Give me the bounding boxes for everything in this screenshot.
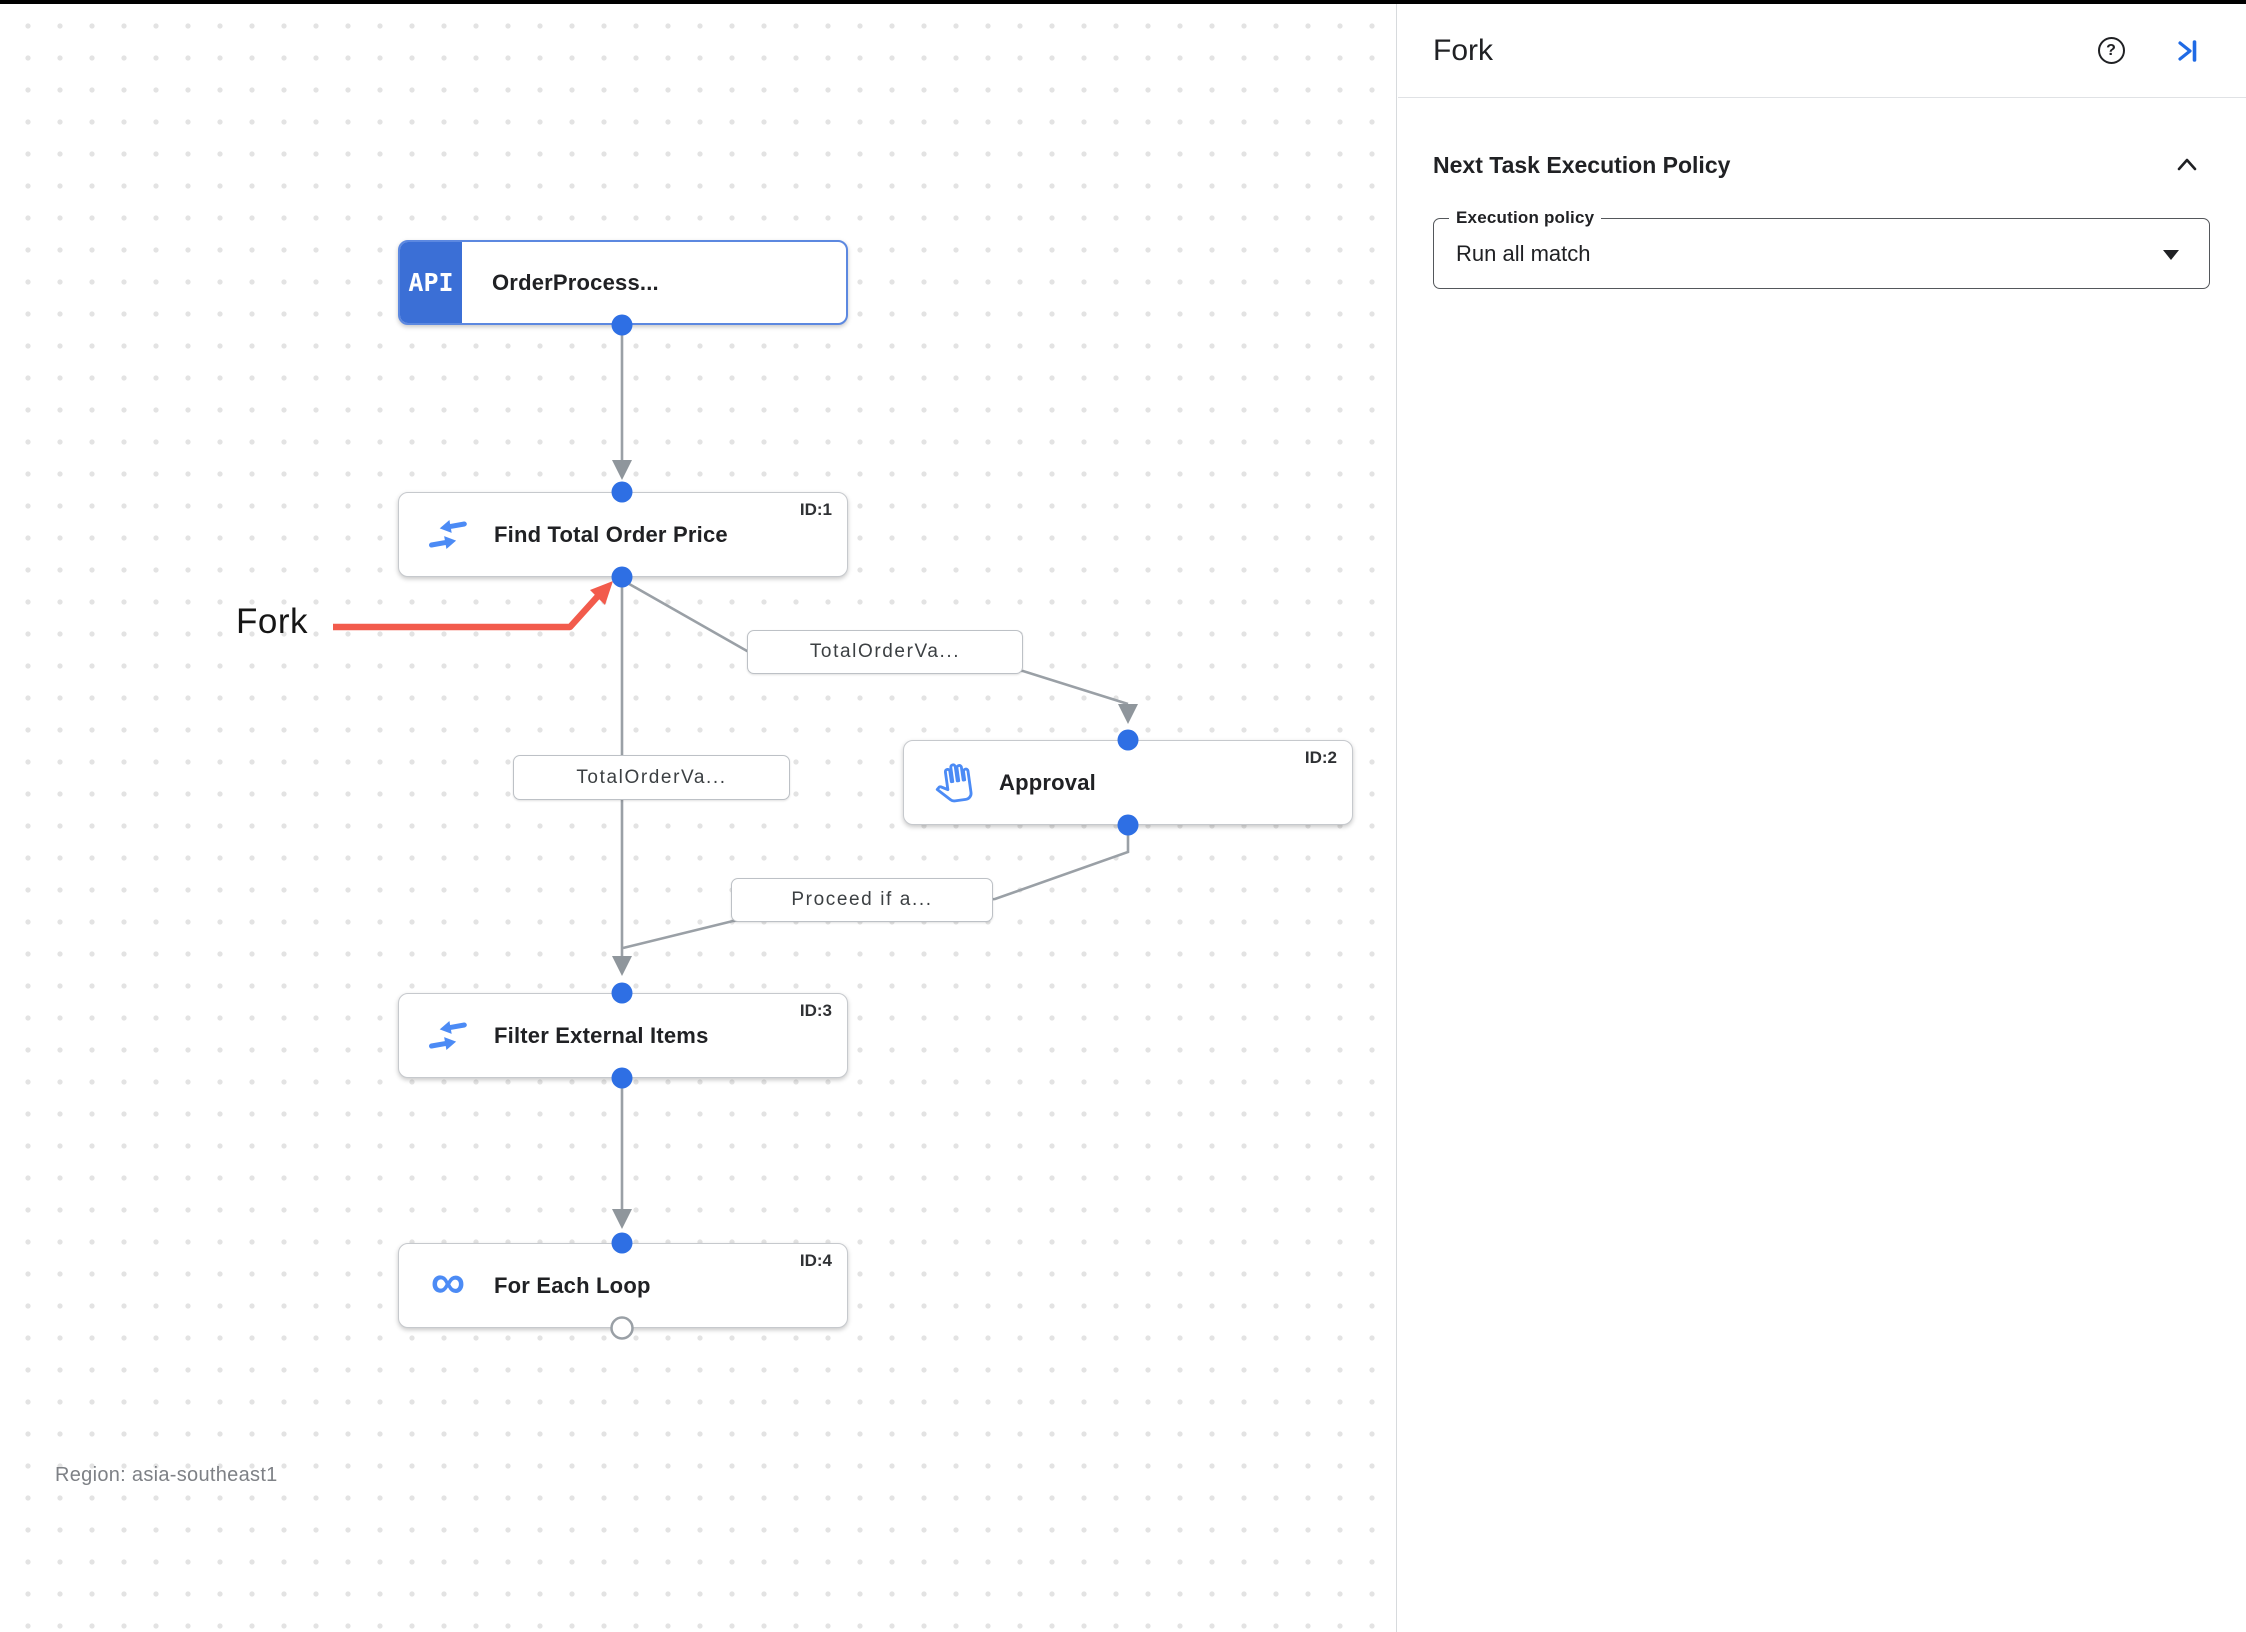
node-id-badge: ID:3 — [799, 1001, 832, 1020]
section-heading: Next Task Execution Policy — [1433, 151, 1731, 178]
node-approval[interactable]: Approval ID:2 — [903, 740, 1353, 825]
node-title: Filter External Items — [494, 1022, 709, 1048]
node-find-total-order-price[interactable]: Find Total Order Price ID:1 — [398, 492, 848, 577]
edge-condition-label[interactable]: TotalOrderVa... — [747, 630, 1023, 674]
merge-icon — [425, 1013, 471, 1059]
arrowhead-icon — [1118, 704, 1138, 724]
help-icon[interactable]: ? — [2094, 34, 2128, 68]
infinity-glyph: ∞ — [430, 1255, 466, 1309]
annotation-arrow — [333, 593, 601, 631]
arrowhead-icon — [612, 460, 632, 480]
arrowhead-icon — [612, 956, 632, 976]
config-panel: Fork ? Next Task Execution Policy Execut… — [1398, 4, 2246, 1632]
edge-condition-label[interactable]: Proceed if a... — [731, 878, 993, 922]
collapse-panel-icon[interactable] — [2170, 34, 2204, 68]
node-id-badge: ID:2 — [1304, 748, 1337, 767]
window-top-edge — [0, 0, 2246, 4]
arrowhead-icon — [612, 1209, 632, 1229]
region-label: Region: asia-southeast1 — [55, 1464, 278, 1486]
execution-policy-value: Run all match — [1456, 240, 1591, 266]
edge-label-text: TotalOrderVa... — [576, 766, 727, 788]
node-title: Find Total Order Price — [494, 521, 728, 547]
panel-header: Fork ? — [1398, 4, 2246, 98]
node-id-badge: ID:4 — [799, 1251, 832, 1270]
node-id-badge: ID:1 — [799, 500, 832, 519]
edge-label-text: TotalOrderVa... — [809, 641, 961, 662]
section-header: Next Task Execution Policy — [1398, 148, 2246, 182]
node-filter-external-items[interactable]: Filter External Items ID:3 — [398, 993, 848, 1078]
node-title: Approval — [999, 769, 1096, 795]
api-trigger-icon: API — [400, 242, 462, 323]
help-glyph: ? — [2106, 41, 2116, 59]
node-order-process-trigger[interactable]: API OrderProcess... — [398, 240, 848, 325]
workflow-canvas[interactable]: API OrderProcess... Find Total Order Pri… — [0, 0, 1397, 1632]
execution-policy-label: Execution policy — [1449, 208, 1602, 228]
api-badge-text: API — [408, 268, 454, 297]
node-title: For Each Loop — [494, 1272, 651, 1298]
dropdown-arrow-icon — [2163, 249, 2179, 260]
collapse-section-chevron-up-icon[interactable] — [2170, 148, 2204, 182]
node-title: OrderProcess... — [492, 269, 659, 295]
edge-condition-label[interactable]: TotalOrderVa... — [513, 755, 790, 800]
panel-title: Fork — [1433, 33, 1493, 67]
annotation-arrowhead-icon — [590, 581, 613, 605]
fork-annotation-label: Fork — [236, 602, 308, 641]
node-for-each-loop[interactable]: ∞ For Each Loop ID:4 — [398, 1243, 848, 1328]
edge-label-text: Proceed if a... — [791, 889, 933, 910]
execution-policy-select[interactable]: Execution policy Run all match — [1433, 208, 2210, 289]
loop-icon: ∞ — [425, 1255, 471, 1309]
hand-icon — [930, 760, 976, 806]
merge-icon — [425, 512, 471, 558]
